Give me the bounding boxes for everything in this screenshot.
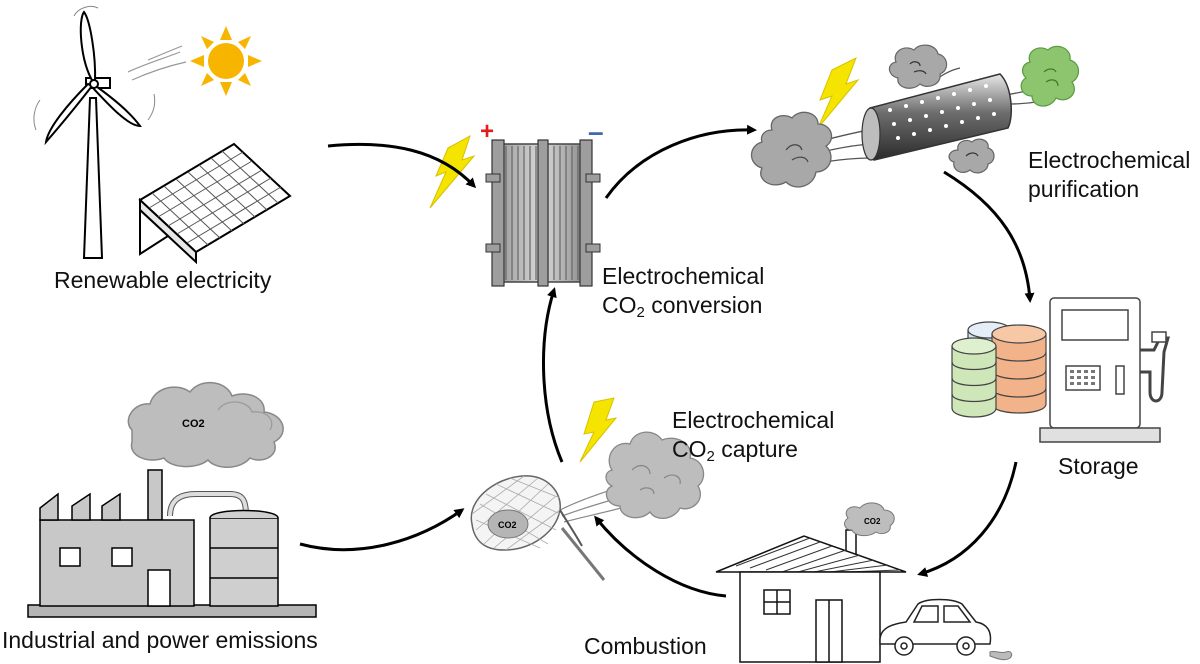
label-purification-line2: purification [1028, 176, 1140, 202]
label-storage: Storage [1058, 453, 1139, 479]
factory-co2-badge: CO2 [182, 418, 205, 430]
label-conversion-line1: Electrochemical [602, 263, 765, 289]
label-capture-rest: capture [714, 436, 798, 462]
factory-icon [27, 469, 317, 618]
fuel-pump-icon [1039, 297, 1170, 443]
storage-tanks-icon [951, 321, 1047, 418]
negative-electrode-sign: – [588, 116, 604, 147]
positive-electrode-sign: + [480, 118, 495, 145]
label-capture-line1: Electrochemical [672, 407, 835, 433]
label-conversion-co: CO [602, 292, 637, 318]
factory-co2-cloud: CO2 [127, 382, 284, 468]
electrolyzer-icon [485, 139, 601, 287]
house-co2-cloud: CO2 [844, 502, 895, 537]
label-capture-co: CO [672, 436, 707, 462]
purification-small-cloud-bottom [948, 138, 995, 174]
net-co2-badge: CO2 [498, 520, 517, 530]
arrow-storage-to-combustion [917, 461, 1018, 577]
house-co2-badge: CO2 [864, 517, 881, 526]
car-icon [879, 598, 1013, 661]
arrow-combustion-to-capture [594, 515, 727, 598]
label-industrial-emissions: Industrial and power emissions [2, 627, 318, 653]
purification-small-cloud-top [888, 44, 948, 89]
label-conversion-sub: 2 [636, 304, 645, 321]
wind-lines [127, 45, 187, 81]
label-conversion-line2: CO2 conversion [602, 291, 764, 320]
label-purification-line1: Electrochemical [1028, 147, 1191, 173]
label-capture-sub: 2 [706, 448, 715, 465]
arrow-capture-to-conversion [542, 287, 564, 463]
label-co2-conversion: Electrochemical CO2 conversion [602, 262, 764, 320]
label-combustion: Combustion [584, 633, 707, 659]
lightning-icon [429, 56, 860, 463]
arrow-purification-to-storage [943, 170, 1035, 303]
flow-arrows [299, 124, 1035, 598]
label-capture-line2: CO2 capture [672, 435, 834, 464]
label-renewable-electricity: Renewable electricity [54, 267, 272, 293]
house-icon [715, 529, 907, 663]
purification-green-cloud [1020, 45, 1080, 107]
arrow-emissions-to-capture [299, 508, 465, 552]
label-co2-capture: Electrochemical CO2 capture [672, 406, 834, 464]
arrow-conversion-to-purification [604, 124, 757, 199]
sun-icon [190, 26, 262, 96]
label-conversion-rest: conversion [644, 292, 763, 318]
label-electrochemical-purification: Electrochemical purification [1028, 146, 1190, 204]
capture-cloud [605, 431, 705, 519]
solar-panel-icon [138, 142, 292, 265]
purification-input-cloud [750, 111, 833, 188]
arrow-renewable-to-conversion [327, 142, 477, 189]
wind-turbine-icon [33, 5, 156, 259]
